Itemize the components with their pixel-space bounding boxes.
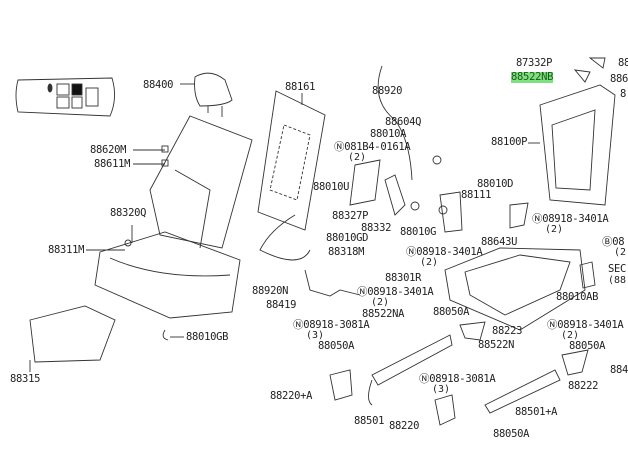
vehicle-locator-icon <box>15 77 115 117</box>
label-88920: 88920 <box>372 85 403 97</box>
label-88050a-bottom: 88050A <box>493 428 530 440</box>
label-88220: 88220 <box>389 420 420 432</box>
label-8-edge: 8 <box>620 88 627 100</box>
label-88332: 88332 <box>361 222 392 234</box>
qty-b08: (2 <box>614 247 627 258</box>
label-88611m: 88611M <box>94 158 131 170</box>
label-88522nb-highlighted[interactable]: 88522NB <box>511 71 554 83</box>
label-88522n: 88522N <box>478 339 515 351</box>
label-88643u: 88643U <box>481 236 518 248</box>
label-b08: Ⓑ08 <box>602 236 625 248</box>
label-08918-3081a-right: Ⓝ08918-3081A <box>419 373 496 385</box>
label-88320q: 88320Q <box>110 207 147 219</box>
label-08918-3401a-center: Ⓝ08918-3401A <box>406 246 483 258</box>
label-88010g: 88010G <box>400 226 437 238</box>
seat-back-cushion <box>133 115 253 249</box>
seat-cushion <box>86 225 241 319</box>
seat-cushion-frame <box>444 247 586 331</box>
label-08918-3401a-upper-right: Ⓝ08918-3401A <box>532 213 609 225</box>
label-88010gb: 88010GB <box>186 331 229 343</box>
label-884-edge: 884 <box>610 364 628 376</box>
label-88311m: 88311M <box>48 244 85 256</box>
label-88501: 88501 <box>354 415 385 427</box>
label-88010u: 88010U <box>313 181 350 193</box>
label-88920n: 88920N <box>252 285 289 297</box>
seat-rail-left <box>371 334 453 386</box>
label-88010ab: 88010AB <box>556 291 599 303</box>
qty-3401a-upper-right: (2) <box>545 224 564 235</box>
back-board <box>257 90 326 231</box>
label-08918-3401a-left: Ⓝ08918-3401A <box>357 286 434 298</box>
label-886-edge: 886 <box>610 73 628 85</box>
seat-back-frame <box>528 84 616 206</box>
label-08918-3401a-right: Ⓝ08918-3401A <box>547 319 624 331</box>
label-88620m: 88620M <box>90 144 127 156</box>
label-88050a-left: 88050A <box>318 340 355 352</box>
cable-88920n <box>259 214 311 261</box>
label-88100p: 88100P <box>491 136 528 148</box>
label-88161: 88161 <box>285 81 316 93</box>
label-88522na: 88522NA <box>362 308 405 320</box>
qty-3401a-left: (2) <box>371 297 390 308</box>
label-88501-a: 88501+A <box>515 406 558 418</box>
qty-3081a-left: (3) <box>306 330 325 341</box>
qty-3401a-center: (2) <box>420 257 439 268</box>
label-sec: SEC <box>608 263 627 275</box>
qty-3081a-right: (3) <box>432 384 451 395</box>
qty-081b4: (2) <box>348 152 367 163</box>
label-87332p: 87332P <box>516 57 553 69</box>
label-88111: 88111 <box>461 189 492 201</box>
label-88301r: 88301R <box>385 272 422 284</box>
label-081b4-0161a: Ⓝ081B4-0161A <box>334 141 411 153</box>
label-88220-a: 88220+A <box>270 390 313 402</box>
label-sec-sub: (88 <box>608 275 627 286</box>
label-88050a-top: 88050A <box>433 306 470 318</box>
label-88010d: 88010D <box>477 178 514 190</box>
label-88050a-right: 88050A <box>569 340 606 352</box>
headrest <box>180 72 233 117</box>
label-88223: 88223 <box>492 325 523 337</box>
label-88222: 88222 <box>568 380 599 392</box>
seat-rail-right <box>484 369 561 414</box>
label-88318m: 88318M <box>328 246 365 258</box>
label-88327p: 88327P <box>332 210 369 222</box>
label-88419: 88419 <box>266 299 297 311</box>
label-88604q: 88604Q <box>385 116 422 128</box>
label-88315: 88315 <box>10 373 41 385</box>
cable-88920 <box>377 65 413 181</box>
qty-3401a-right: (2) <box>561 330 580 341</box>
label-88-edge: 88 <box>618 57 628 69</box>
label-08918-3081a-left: Ⓝ08918-3081A <box>293 319 370 331</box>
label-88010a: 88010A <box>370 128 407 140</box>
label-88400: 88400 <box>143 79 174 91</box>
seat-pad <box>29 305 116 363</box>
label-88010gd: 88010GD <box>326 232 369 244</box>
